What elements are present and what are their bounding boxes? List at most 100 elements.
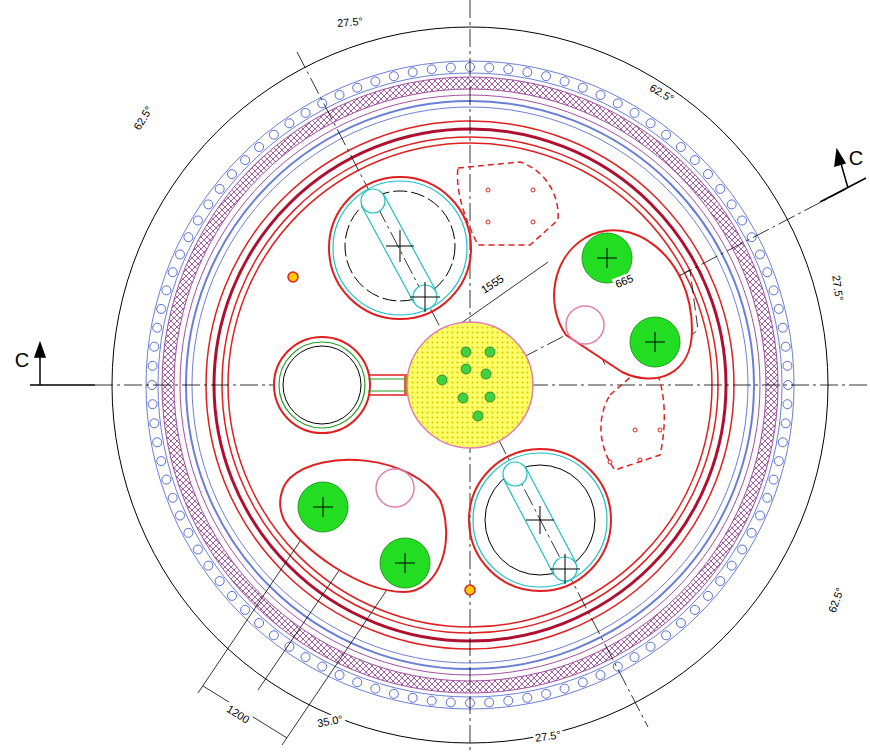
pump-chamber-right xyxy=(554,230,692,378)
chamber-outline xyxy=(280,460,446,592)
bolt xyxy=(738,545,747,554)
bolt xyxy=(716,184,725,193)
hole xyxy=(638,458,642,462)
hole xyxy=(633,428,637,432)
shaft-top-left xyxy=(329,177,471,319)
bolt xyxy=(301,108,310,117)
core-disc xyxy=(407,322,533,448)
hole xyxy=(486,220,490,224)
chamber-outline xyxy=(554,230,692,378)
bolt xyxy=(427,65,436,74)
marker xyxy=(465,585,475,595)
bolt xyxy=(763,268,772,277)
bolt xyxy=(353,83,362,92)
bolt xyxy=(523,693,532,702)
bolt xyxy=(781,419,790,428)
bolt xyxy=(646,119,655,128)
bolt xyxy=(255,619,264,628)
bolt xyxy=(215,184,224,193)
bolt xyxy=(774,304,783,313)
bolt xyxy=(215,577,224,586)
bolt xyxy=(578,678,587,687)
section-arrow xyxy=(835,150,845,166)
bolt xyxy=(371,684,380,693)
bolt xyxy=(778,438,787,447)
slot-end xyxy=(361,189,385,213)
rod xyxy=(437,375,447,385)
bolt xyxy=(184,233,193,242)
bolt xyxy=(193,545,202,554)
bolt xyxy=(241,605,250,614)
bolt xyxy=(157,304,166,313)
bolt xyxy=(630,653,639,662)
shaft-outline xyxy=(329,177,471,319)
shaft-inner xyxy=(283,346,361,424)
bolt xyxy=(662,130,671,139)
markers xyxy=(288,272,475,595)
section-letter: C xyxy=(14,349,30,371)
bolt xyxy=(769,475,778,484)
bolt xyxy=(596,671,605,680)
bolt xyxy=(560,77,569,86)
bolt xyxy=(228,591,237,600)
rod xyxy=(473,411,483,421)
bolt xyxy=(353,678,362,687)
bolt xyxy=(781,342,790,351)
bolt xyxy=(446,698,455,707)
bolt xyxy=(676,619,685,628)
core xyxy=(407,322,533,448)
dashed-zone xyxy=(457,162,558,245)
dimension-line xyxy=(203,686,287,738)
bolt xyxy=(738,216,747,225)
bolt xyxy=(204,200,213,209)
bolt xyxy=(255,143,264,152)
bolt xyxy=(150,342,159,351)
bolt xyxy=(769,286,778,295)
rod xyxy=(461,364,471,374)
bolt xyxy=(485,698,494,707)
pipe xyxy=(566,306,604,344)
bolt xyxy=(162,475,171,484)
bolt xyxy=(269,631,278,640)
section-letter: C xyxy=(848,147,864,169)
bolt xyxy=(504,65,513,74)
neck xyxy=(366,375,410,395)
bolt xyxy=(727,200,736,209)
bolt xyxy=(446,63,455,72)
bolt xyxy=(774,457,783,466)
shaft-outline xyxy=(274,337,370,433)
hole xyxy=(658,428,662,432)
bolt xyxy=(523,68,532,77)
bolt xyxy=(184,528,193,537)
bolt xyxy=(148,361,157,370)
section-line xyxy=(820,178,866,202)
bolt xyxy=(704,591,713,600)
bolt xyxy=(176,511,185,520)
bolt xyxy=(193,216,202,225)
bolt xyxy=(204,561,213,570)
bolt xyxy=(560,684,569,693)
bolt xyxy=(690,156,699,165)
shaft-lining xyxy=(279,342,365,428)
dimension-text: 35.0° xyxy=(314,713,345,730)
bolt xyxy=(150,419,159,428)
core-rods xyxy=(437,347,495,421)
bolt xyxy=(408,68,417,77)
cross xyxy=(597,248,665,352)
bolt xyxy=(716,577,725,586)
bolt xyxy=(662,631,671,640)
rod xyxy=(485,392,495,402)
dimension-text: 62.5° xyxy=(646,80,678,105)
bolt xyxy=(176,250,185,259)
pipe xyxy=(376,469,414,507)
bolt xyxy=(504,696,513,705)
shaft-outline xyxy=(469,449,611,591)
cross xyxy=(313,497,415,573)
bolt xyxy=(747,528,756,537)
dimension-text: 27.5° xyxy=(335,15,366,30)
shaft-bottom-right xyxy=(469,449,611,591)
bolt xyxy=(228,170,237,179)
rod xyxy=(481,369,491,379)
bolt xyxy=(542,72,551,81)
